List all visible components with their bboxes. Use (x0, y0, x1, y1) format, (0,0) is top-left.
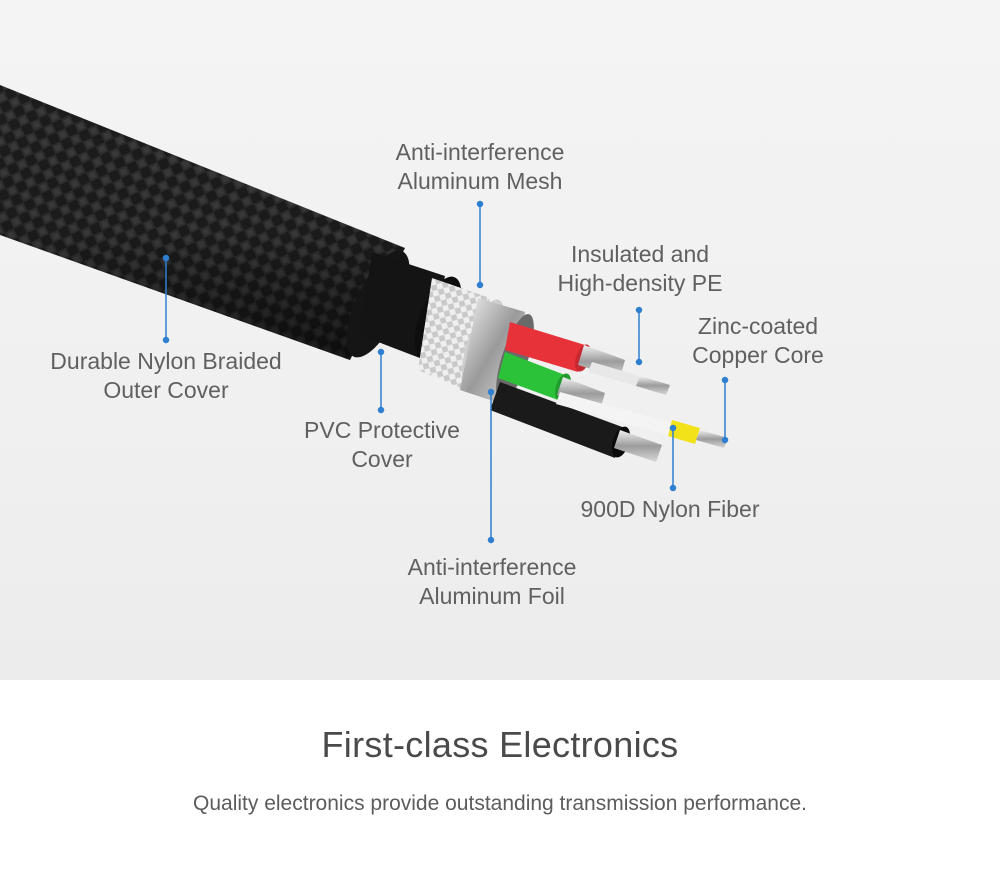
footer-section: First-class Electronics Quality electron… (0, 680, 1000, 870)
cable-diagram: Anti-interference Aluminum Mesh Insulate… (0, 0, 1000, 680)
pe-insulated-wire (588, 362, 670, 395)
label-zinc-copper-core: Zinc-coated Copper Core (668, 312, 848, 370)
label-line: Insulated and (570, 241, 710, 267)
leader-lines (162, 200, 729, 544)
label-line: High-density PE (557, 270, 723, 296)
label-line: Outer Cover (103, 377, 229, 403)
label-line: Durable Nylon Braided (50, 348, 282, 374)
label-line: Anti-interference (395, 139, 565, 165)
label-line: Zinc-coated (697, 313, 819, 339)
braided-outer-cover (0, 85, 410, 360)
label-nylon-outer-cover: Durable Nylon Braided Outer Cover (26, 347, 306, 405)
zinc-copper-core (696, 430, 728, 448)
label-aluminum-mesh: Anti-interference Aluminum Mesh (370, 138, 590, 196)
label-line: PVC Protective (304, 417, 460, 443)
cable-illustration (0, 85, 729, 544)
label-line: Cover (351, 446, 413, 472)
label-line: Anti-interference (407, 554, 577, 580)
nylon-fiber-yellow (556, 392, 700, 444)
label-line: Aluminum Foil (419, 583, 565, 609)
black-wire (490, 382, 662, 462)
label-line: Copper Core (692, 342, 824, 368)
label-line: Aluminum Mesh (397, 168, 563, 194)
section-title: First-class Electronics (321, 724, 679, 765)
section-subtitle: Quality electronics provide outstanding … (193, 792, 807, 815)
label-line: 900D Nylon Fiber (580, 496, 760, 522)
label-insulated-pe: Insulated and High-density PE (535, 240, 745, 298)
label-aluminum-foil: Anti-interference Aluminum Foil (382, 553, 602, 611)
label-nylon-fiber: 900D Nylon Fiber (560, 495, 780, 524)
label-pvc-cover: PVC Protective Cover (282, 416, 482, 474)
